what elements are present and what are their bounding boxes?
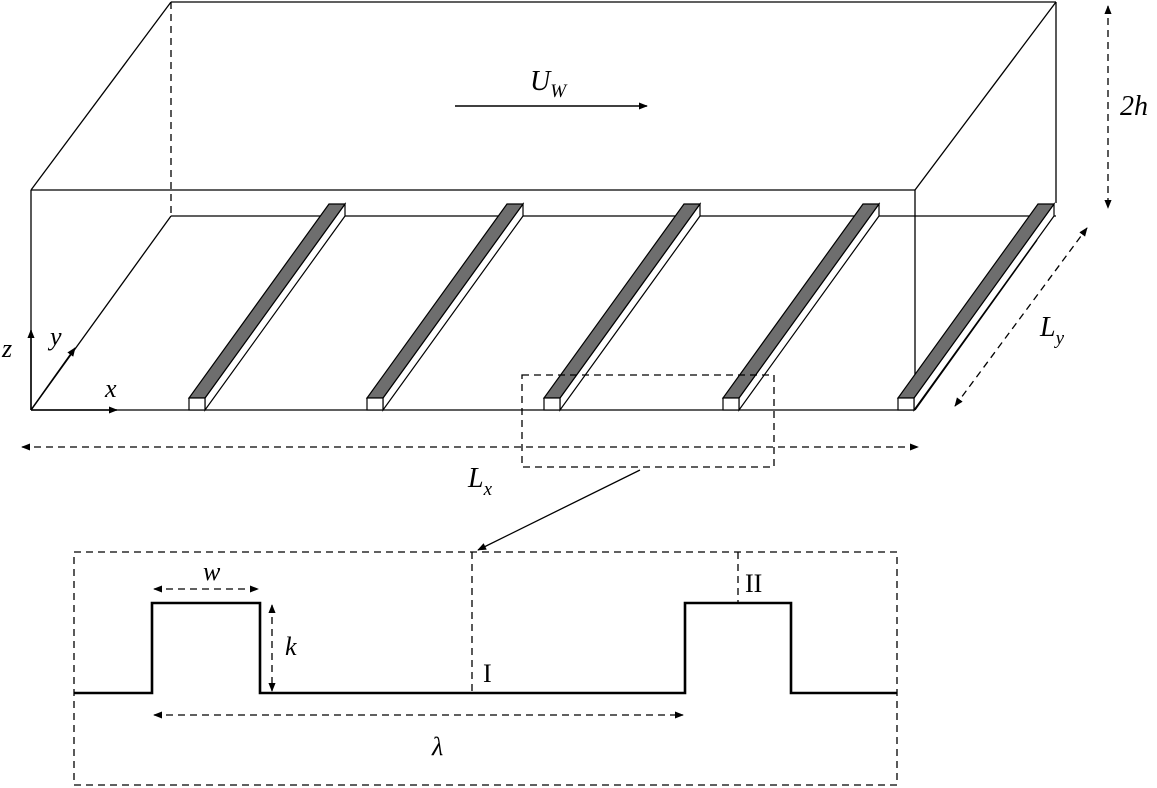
axis-y-label: y bbox=[47, 322, 62, 351]
location-1-label: I bbox=[483, 659, 492, 688]
span-dimension bbox=[954, 227, 1088, 407]
rib-top-face bbox=[365, 203, 525, 399]
rib bbox=[542, 202, 702, 412]
rib-front-face bbox=[722, 397, 740, 411]
rib-top-face bbox=[896, 203, 1056, 399]
rib bbox=[896, 202, 1056, 412]
rib-side-face bbox=[204, 202, 346, 412]
coordinate-axes bbox=[27, 329, 118, 414]
detail-frame bbox=[73, 551, 898, 786]
axis-z-label: z bbox=[1, 334, 12, 363]
rib-side-face bbox=[913, 202, 1055, 412]
rib-front-face bbox=[897, 397, 915, 411]
zoom-pointer-arrow bbox=[477, 469, 641, 551]
top-left-edge bbox=[30, 1, 172, 191]
rib bbox=[187, 202, 347, 412]
zoom-region bbox=[521, 374, 775, 468]
rib-front-face bbox=[543, 397, 561, 411]
y-axis bbox=[30, 347, 76, 411]
channel-height-label: 2h bbox=[1120, 91, 1148, 122]
rib-top-face bbox=[721, 203, 881, 399]
pitch-label: λ bbox=[431, 732, 443, 761]
rib-side-face bbox=[382, 202, 524, 412]
rib bbox=[365, 202, 525, 412]
rib-front-face bbox=[366, 397, 384, 411]
rib-side-face bbox=[559, 202, 701, 412]
axis-x-label: x bbox=[104, 374, 117, 403]
location-2-label: II bbox=[745, 569, 762, 598]
channel-box bbox=[30, 1, 1057, 411]
rib-top-face bbox=[542, 203, 702, 399]
rib-front-face bbox=[188, 397, 206, 411]
rib-height-label: k bbox=[285, 632, 297, 661]
rib-width-label: w bbox=[203, 557, 221, 586]
top-right-edge bbox=[914, 1, 1057, 191]
rough-wall-profile bbox=[74, 601, 897, 695]
flow-velocity-label: UW bbox=[530, 66, 568, 102]
rib-group bbox=[187, 202, 1056, 412]
rib-side-face bbox=[738, 202, 880, 412]
rib-top-face bbox=[187, 203, 347, 399]
rib bbox=[721, 202, 881, 412]
span-length-label: Ly bbox=[1039, 312, 1065, 349]
stream-length-label: Lx bbox=[467, 463, 493, 500]
